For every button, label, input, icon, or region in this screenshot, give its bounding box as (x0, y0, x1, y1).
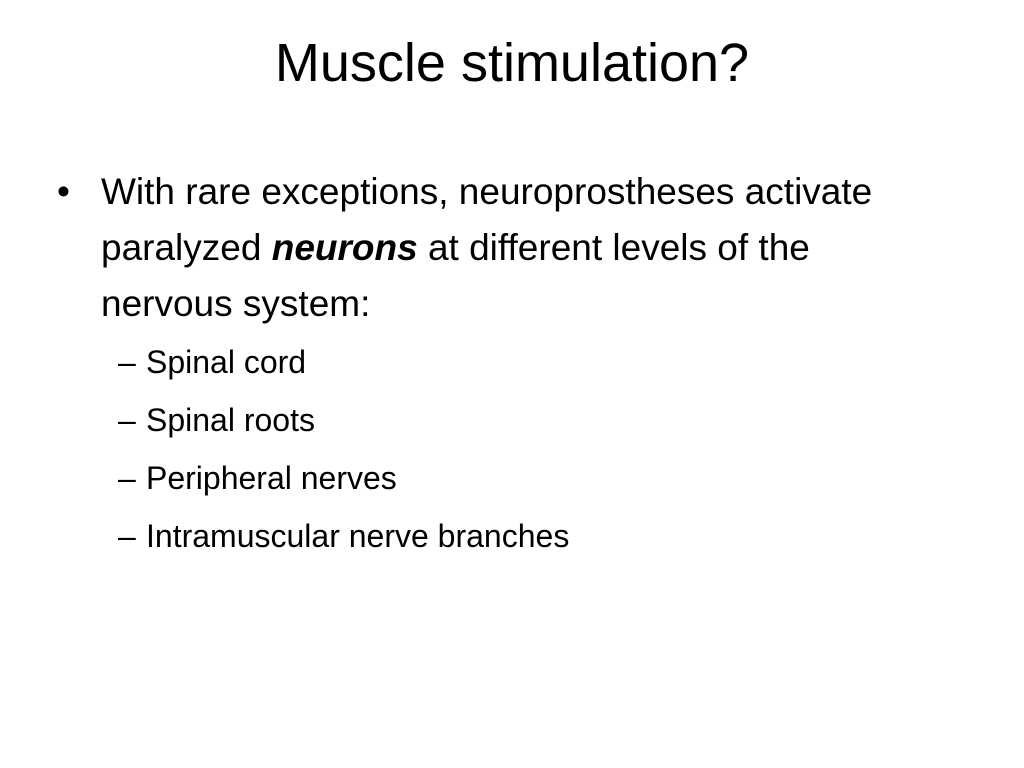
bullet-marker: • (57, 171, 70, 212)
dash-marker: – (118, 402, 136, 438)
subitem-label: Peripheral nerves (146, 460, 397, 496)
bullet-text-after: at different levels of the nervous syste… (101, 227, 810, 324)
bullet-text: With rare exceptions, neuroprostheses ac… (101, 164, 921, 332)
dash-marker: – (118, 344, 136, 380)
subitem-label: Intramuscular nerve branches (146, 518, 570, 554)
subitem-peripheral-nerves: –Peripheral nerves (118, 449, 918, 507)
subitem-spinal-cord: –Spinal cord (118, 333, 918, 391)
bullet-emphasis: neurons (271, 227, 418, 268)
bullet-text-before: With rare exceptions, neuroprostheses ac… (101, 171, 873, 268)
subitem-intramuscular-nerve-branches: –Intramuscular nerve branches (118, 507, 918, 565)
subitem-spinal-roots: –Spinal roots (118, 391, 918, 449)
subitem-list: –Spinal cord –Spinal roots –Peripheral n… (118, 333, 918, 565)
subitem-label: Spinal roots (146, 402, 315, 438)
dash-marker: – (118, 460, 136, 496)
dash-marker: – (118, 518, 136, 554)
subitem-label: Spinal cord (146, 344, 307, 380)
slide-title: Muscle stimulation? (274, 33, 750, 93)
